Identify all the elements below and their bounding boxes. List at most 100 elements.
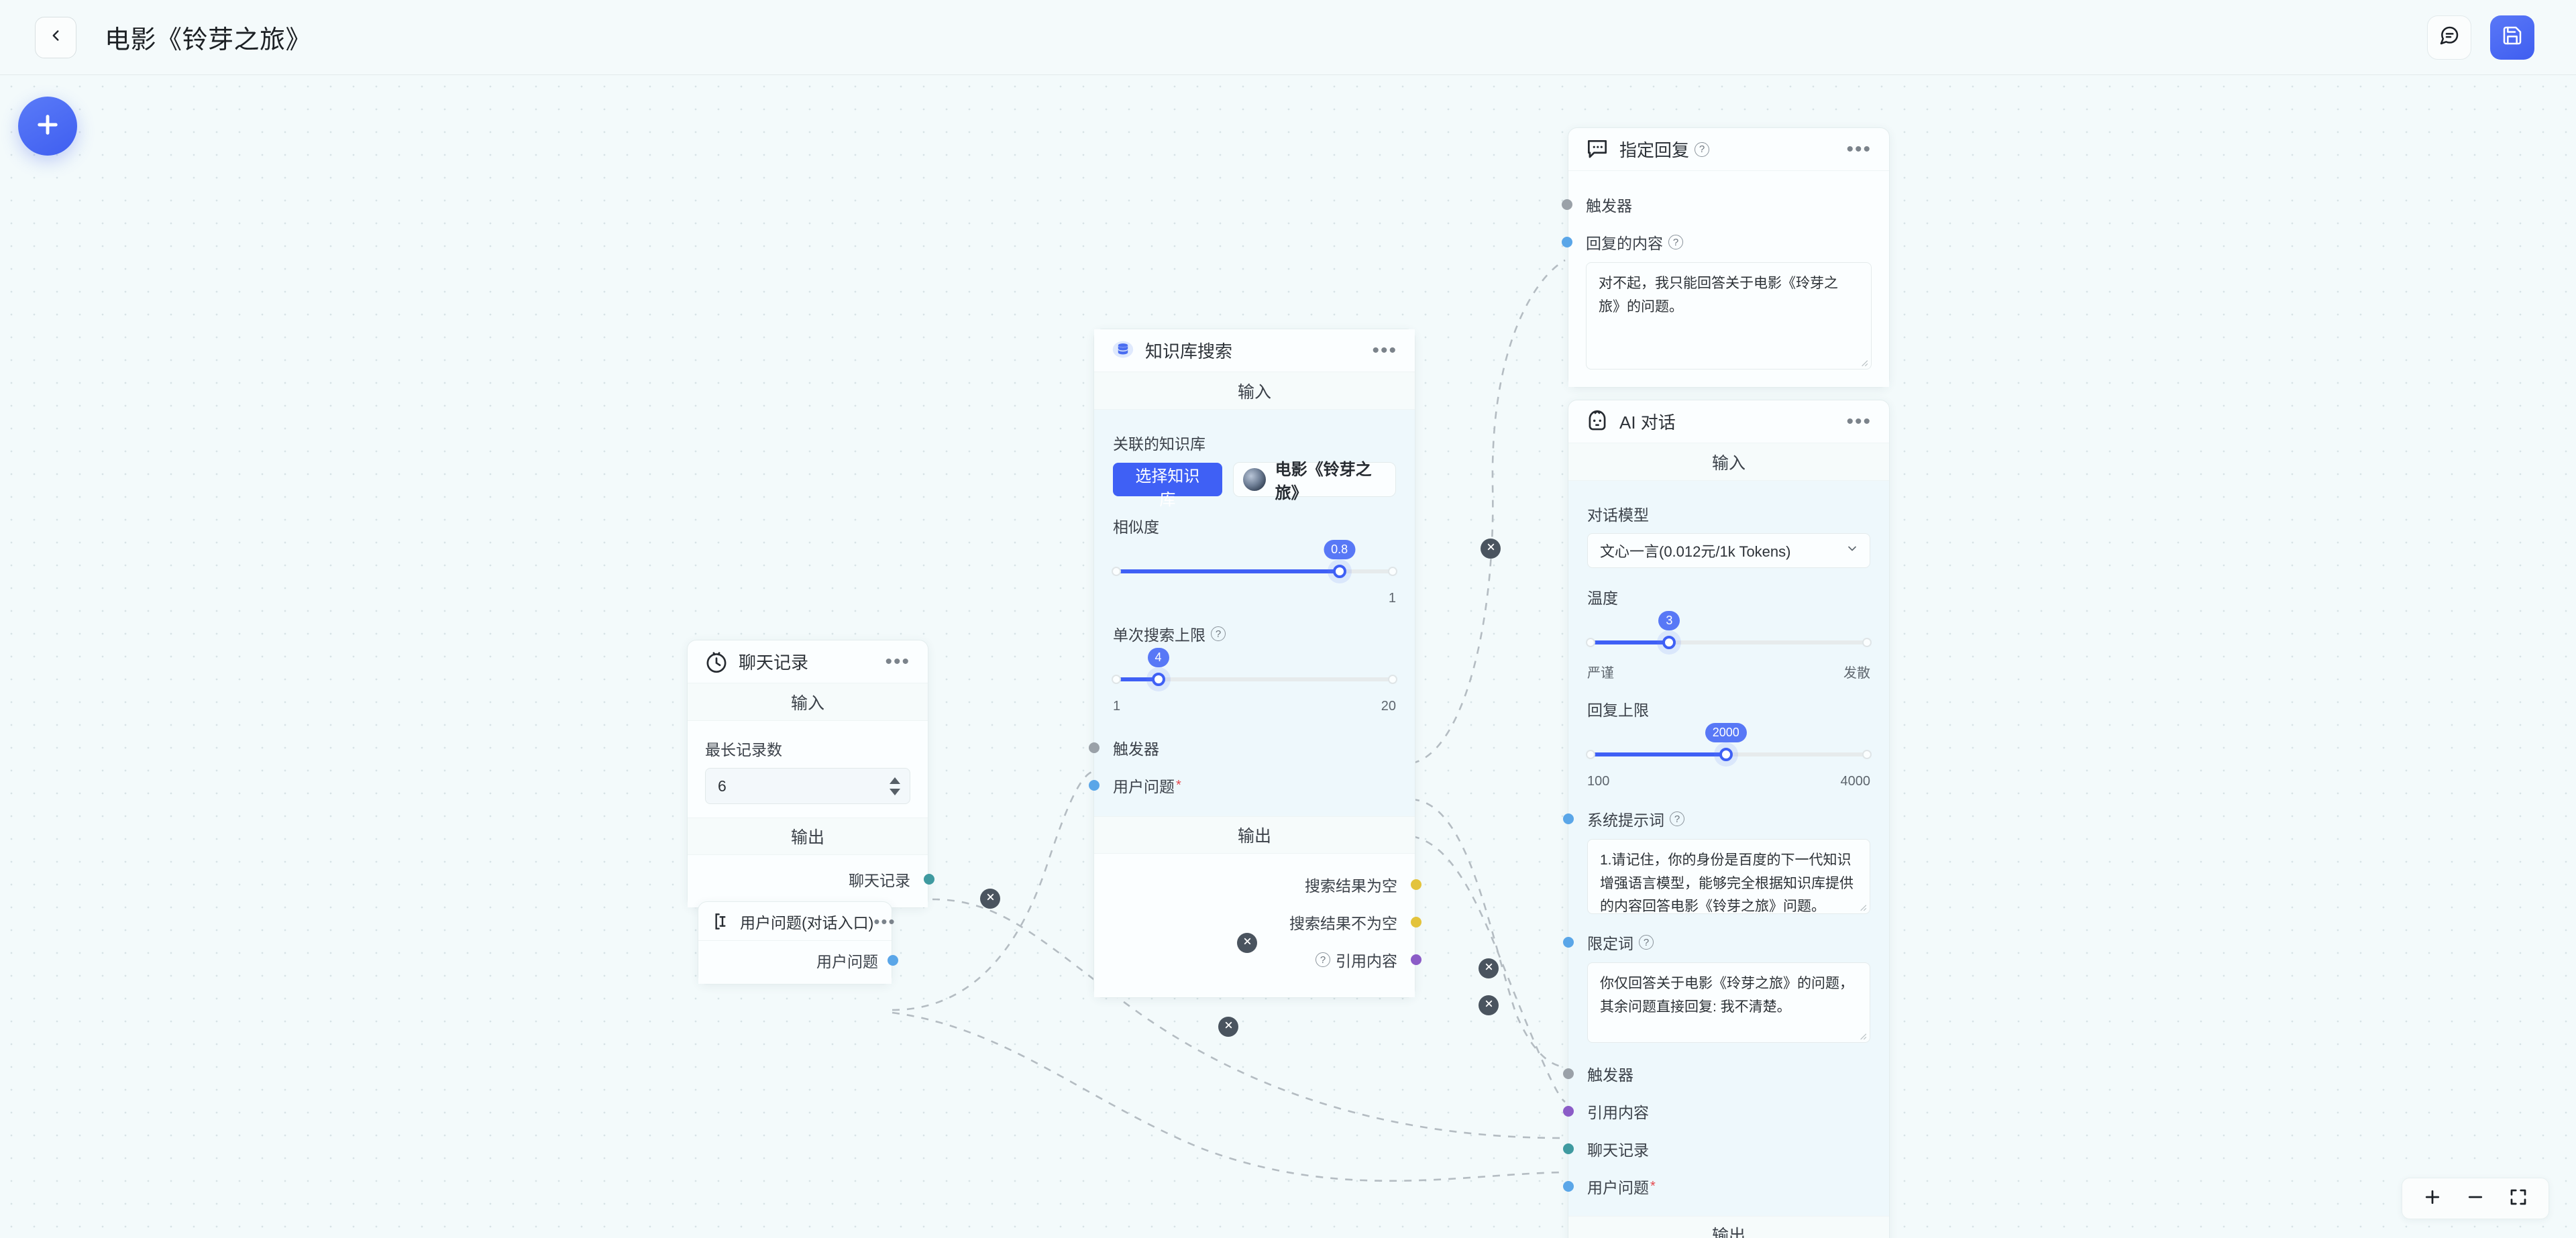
port-dot[interactable] [1563, 937, 1574, 948]
slider-handle[interactable] [1719, 748, 1733, 761]
port-user-question[interactable]: 用户问题* [1563, 1173, 1870, 1200]
similarity-slider[interactable]: 0.8 [1112, 540, 1397, 589]
help-icon[interactable]: ? [1639, 935, 1654, 950]
port-system-prompt[interactable]: 系统提示词 ? [1563, 805, 1870, 832]
edge-delete-button[interactable] [980, 889, 1000, 909]
port-user-question[interactable]: 用户问题 [712, 949, 898, 972]
edge-delete-button[interactable] [1479, 958, 1499, 978]
port-dot[interactable] [1562, 237, 1572, 247]
stepper-arrows[interactable] [890, 769, 900, 803]
port-reply-content[interactable]: 回复的内容 ? [1562, 229, 1872, 256]
edge-delete-button[interactable] [1237, 933, 1257, 953]
node-header[interactable]: 聊天记录 ••• [688, 640, 928, 683]
search-limit-slider[interactable]: 4 [1112, 648, 1397, 697]
scale-min: 严谨 [1587, 666, 1614, 681]
search-limit-label: 单次搜索上限 ? [1113, 622, 1396, 645]
model-select[interactable]: 文心一言(0.012元/1k Tokens) [1587, 533, 1870, 568]
edge-delete-button[interactable] [1218, 1017, 1238, 1037]
node-menu-button[interactable]: ••• [1372, 339, 1397, 361]
add-node-button[interactable] [18, 97, 77, 156]
debug-chat-button[interactable] [2427, 15, 2471, 60]
node-header[interactable]: 指定回复 ? ••• [1568, 128, 1889, 171]
port-dot[interactable] [1562, 199, 1572, 210]
port-quote-content[interactable]: 引用内容 [1563, 1098, 1870, 1125]
node-menu-button[interactable]: ••• [1846, 137, 1872, 160]
port-dot[interactable] [1563, 1068, 1574, 1079]
scale-max: 1 [1388, 591, 1396, 606]
port-quote-content[interactable]: ? 引用内容 [1112, 946, 1421, 973]
slider-handle[interactable] [1662, 636, 1676, 649]
port-result-empty[interactable]: 搜索结果为空 [1112, 871, 1421, 898]
help-icon[interactable]: ? [1211, 626, 1226, 641]
port-label: 用户问题 [1587, 1179, 1649, 1196]
select-kb-button[interactable]: 选择知识库 [1113, 463, 1222, 509]
slider-handle[interactable] [1332, 565, 1346, 578]
port-restrict-word[interactable]: 限定词 ? [1563, 929, 1870, 956]
port-dot[interactable] [1411, 917, 1421, 927]
node-specified-reply[interactable]: 指定回复 ? ••• 触发器 回复的内容 ? 对不起，我只能回答关于电影《玲芽之… [1562, 127, 1890, 388]
slider-end-right [1388, 567, 1397, 576]
system-prompt-textarea[interactable]: 1.请记住，你的身份是百度的下一代知识增强语言模型，能够完全根据知识库提供的内容… [1587, 839, 1870, 914]
port-chat-history[interactable]: 聊天记录 [705, 866, 934, 893]
kb-row: 选择知识库 电影《铃芽之旅》 [1113, 461, 1396, 509]
temperature-slider[interactable]: 3 [1586, 611, 1872, 661]
port-dot[interactable] [1563, 1143, 1574, 1154]
help-icon[interactable]: ? [1668, 235, 1683, 249]
port-chat-history[interactable]: 聊天记录 [1563, 1135, 1870, 1162]
port-dot[interactable] [1563, 1181, 1574, 1192]
port-dot[interactable] [1563, 1106, 1574, 1117]
port-trigger[interactable]: 触发器 [1562, 191, 1872, 218]
zoom-in-button[interactable] [2414, 1183, 2451, 1214]
node-menu-button[interactable]: ••• [1846, 410, 1872, 433]
node-ai-chat[interactable]: AI 对话 ••• 输入 对话模型 文心一言(0.012元/1k Tokens)… [1563, 400, 1890, 1238]
node-menu-button[interactable]: ••• [885, 650, 910, 673]
help-icon[interactable]: ? [1695, 142, 1710, 157]
node-user-question-entry[interactable]: 用户问题(对话入口) ••• 用户问题 [698, 901, 898, 984]
port-trigger[interactable]: 触发器 [1563, 1060, 1870, 1087]
close-circle-icon [1484, 999, 1494, 1012]
save-button[interactable] [2490, 15, 2534, 60]
zoom-out-button[interactable] [2457, 1183, 2493, 1214]
slider-handle[interactable] [1151, 673, 1165, 686]
node-chat-record[interactable]: 聊天记录 ••• 输入 最长记录数 6 输出 聊天记录 [687, 640, 934, 908]
port-dot[interactable] [1411, 954, 1421, 965]
slider-rail [1113, 677, 1396, 681]
help-icon[interactable]: ? [1316, 952, 1330, 967]
edge-delete-button[interactable] [1479, 995, 1499, 1015]
node-title: 知识库搜索 [1145, 341, 1233, 361]
node-header[interactable]: AI 对话 ••• [1568, 400, 1889, 443]
reply-limit-slider[interactable]: 2000 [1586, 723, 1872, 773]
workflow-canvas[interactable]: 指定回复 ? ••• 触发器 回复的内容 ? 对不起，我只能回答关于电影《玲芽之… [0, 75, 2576, 1238]
port-dot[interactable] [924, 874, 934, 885]
stepper-down-icon[interactable] [890, 788, 900, 795]
max-records-stepper[interactable]: 6 [705, 768, 910, 804]
close-circle-icon [1486, 542, 1496, 555]
fit-screen-button[interactable] [2500, 1183, 2536, 1214]
reply-content-textarea[interactable]: 对不起，我只能回答关于电影《玲芽之旅》的问题。 [1586, 262, 1872, 370]
port-user-question[interactable]: 用户问题* [1089, 772, 1396, 799]
port-label: 搜索结果不为空 [1289, 915, 1397, 932]
node-header[interactable]: 用户问题(对话入口) ••• [698, 902, 895, 941]
port-trigger[interactable]: 触发器 [1089, 734, 1396, 761]
edge-delete-button[interactable] [1481, 539, 1501, 559]
node-menu-button[interactable]: ••• [873, 911, 896, 932]
port-dot[interactable] [1411, 879, 1421, 890]
slider-value-bubble: 2000 [1705, 723, 1747, 742]
node-kb-search[interactable]: 知识库搜索 ••• 输入 关联的知识库 选择知识库 电影《铃芽之旅》 相似度 0… [1089, 329, 1421, 998]
speech-bubble-icon [1585, 137, 1610, 162]
node-header[interactable]: 知识库搜索 ••• [1094, 329, 1415, 372]
stepper-up-icon[interactable] [890, 777, 900, 784]
port-dot[interactable] [1563, 813, 1574, 824]
port-dot[interactable] [1089, 780, 1099, 791]
port-dot[interactable] [1089, 742, 1099, 753]
restrict-label: 限定词 [1587, 935, 1633, 952]
port-result-not-empty[interactable]: 搜索结果不为空 [1112, 909, 1421, 936]
section-input-header: 输入 [1568, 443, 1889, 481]
scale-min: 100 [1587, 774, 1610, 789]
back-button[interactable] [35, 16, 76, 58]
node-body: 触发器 回复的内容 ? 对不起，我只能回答关于电影《玲芽之旅》的问题。 [1562, 171, 1889, 387]
restrict-textarea[interactable]: 你仅回答关于电影《玲芽之旅》的问题，其余问题直接回复: 我不清楚。 [1587, 962, 1870, 1043]
help-icon[interactable]: ? [1670, 811, 1684, 826]
port-dot[interactable] [888, 955, 898, 966]
kb-chip[interactable]: 电影《铃芽之旅》 [1232, 461, 1396, 502]
